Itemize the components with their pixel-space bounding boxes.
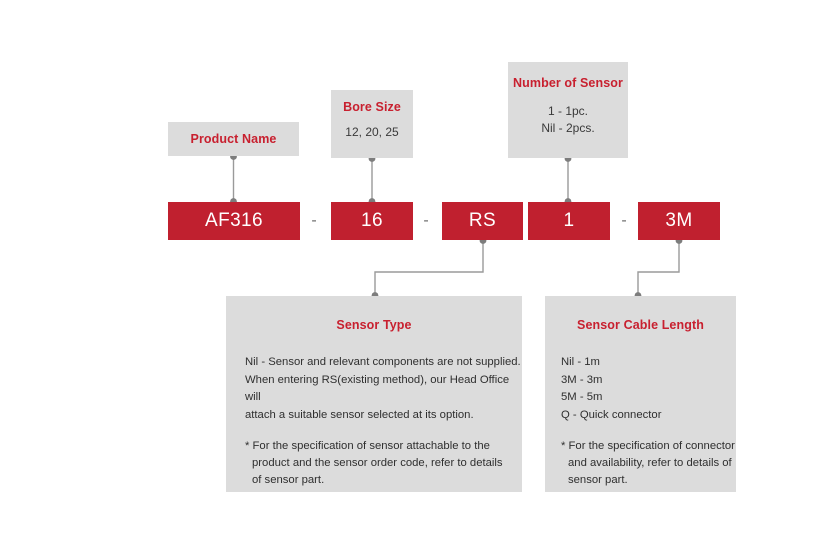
detail-sensor-type-note: * For the specification of sensor attach… <box>245 440 503 486</box>
list-item: 3M - 3m <box>561 373 603 386</box>
code-separator: - <box>423 212 429 229</box>
code-chip-sensor-type[interactable]: RS <box>442 202 523 240</box>
callout-bore-size: Bore Size 12, 20, 25 <box>331 90 413 158</box>
callout-bore-size-values: 12, 20, 25 <box>345 125 399 139</box>
detail-sensor-cable-length: Sensor Cable Length Nil - 1m 3M - 3m 5M … <box>545 296 736 492</box>
detail-sensor-cable-length-note: * For the specification of connector and… <box>561 440 735 486</box>
code-separator: - <box>621 212 627 229</box>
callout-number-of-sensor-lines: 1 - 1pc. Nil - 2pcs. <box>508 103 628 138</box>
detail-sensor-type-title: Sensor Type <box>336 318 412 332</box>
detail-sensor-cable-length-options: Nil - 1m 3M - 3m 5M - 5m Q - Quick conne… <box>561 354 736 424</box>
list-item: Nil - 1m <box>561 356 600 368</box>
detail-sensor-type-paragraph: Nil - Sensor and relevant components are… <box>245 356 521 421</box>
callout-product-name: Product Name <box>168 122 299 156</box>
detail-sensor-cable-length-title: Sensor Cable Length <box>577 318 704 332</box>
callout-bore-size-title: Bore Size <box>343 100 401 114</box>
code-chip-number-of-sensor[interactable]: 1 <box>528 202 610 240</box>
connector-cable-length <box>637 240 680 296</box>
list-item: 5M - 5m <box>561 391 603 403</box>
list-item: Q - Quick connector <box>561 408 662 421</box>
callout-number-of-sensor: Number of Sensor 1 - 1pc. Nil - 2pcs. <box>508 62 628 158</box>
connector-sensor-type <box>374 240 484 296</box>
callout-product-name-title: Product Name <box>190 132 277 146</box>
code-chip-bore-size[interactable]: 16 <box>331 202 413 240</box>
callout-number-of-sensor-line: 1 - 1pc. <box>547 104 589 118</box>
code-chip-product-name[interactable]: AF316 <box>168 202 300 240</box>
callout-number-of-sensor-line: Nil - 2pcs. <box>541 121 595 136</box>
code-chip-cable-length[interactable]: 3M <box>638 202 720 240</box>
detail-sensor-type: Sensor Type Nil - Sensor and relevant co… <box>226 296 522 492</box>
code-separator: - <box>311 212 317 229</box>
callout-number-of-sensor-title: Number of Sensor <box>513 76 623 90</box>
